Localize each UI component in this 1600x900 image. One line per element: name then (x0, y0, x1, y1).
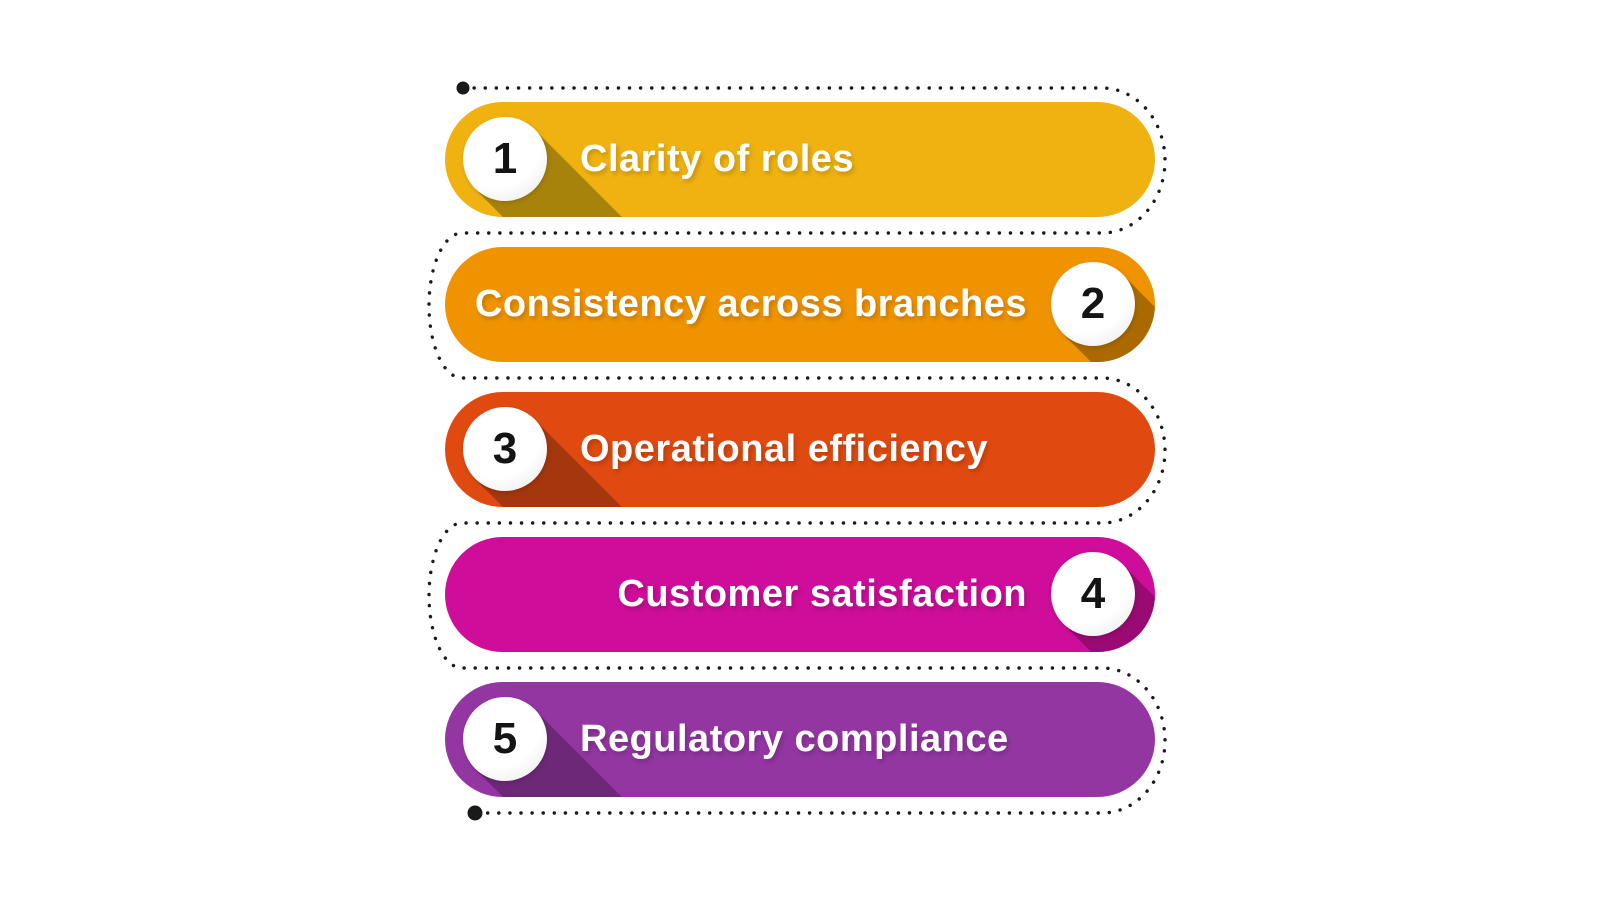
step-item-5: 5 Regulatory compliance (445, 682, 1155, 797)
step-number-1: 1 (492, 134, 518, 183)
step-number-circle-1: 1 (463, 117, 547, 201)
step-number-2: 2 (1080, 279, 1106, 328)
step-pill-2: 2 Consistency across branches (445, 247, 1155, 362)
step-number-4: 4 (1080, 569, 1106, 618)
step-item-2: 2 Consistency across branches (445, 247, 1155, 362)
step-item-4: 4 Customer satisfaction (445, 537, 1155, 652)
step-pill-5: 5 Regulatory compliance (445, 682, 1155, 797)
step-label-1: Clarity of roles (580, 138, 855, 180)
path-start-dot (456, 81, 470, 95)
step-label-3: Operational efficiency (580, 428, 989, 470)
step-number-5: 5 (492, 714, 518, 763)
step-number-circle-2: 2 (1051, 262, 1135, 346)
step-number-circle-5: 5 (463, 697, 547, 781)
step-pill-1: 1 Clarity of roles (445, 102, 1155, 217)
path-end-dot (467, 805, 483, 821)
step-label-4: Customer satisfaction (617, 573, 1027, 615)
step-pill-4: 4 Customer satisfaction (445, 537, 1155, 652)
step-label-5: Regulatory compliance (580, 718, 1009, 760)
step-item-1: 1 Clarity of roles (445, 102, 1155, 217)
step-number-3: 3 (492, 424, 518, 473)
step-item-3: 3 Operational efficiency (445, 392, 1155, 507)
step-number-circle-3: 3 (463, 407, 547, 491)
step-number-circle-4: 4 (1051, 552, 1135, 636)
step-label-2: Consistency across branches (474, 283, 1027, 325)
step-pill-3: 3 Operational efficiency (445, 392, 1155, 507)
